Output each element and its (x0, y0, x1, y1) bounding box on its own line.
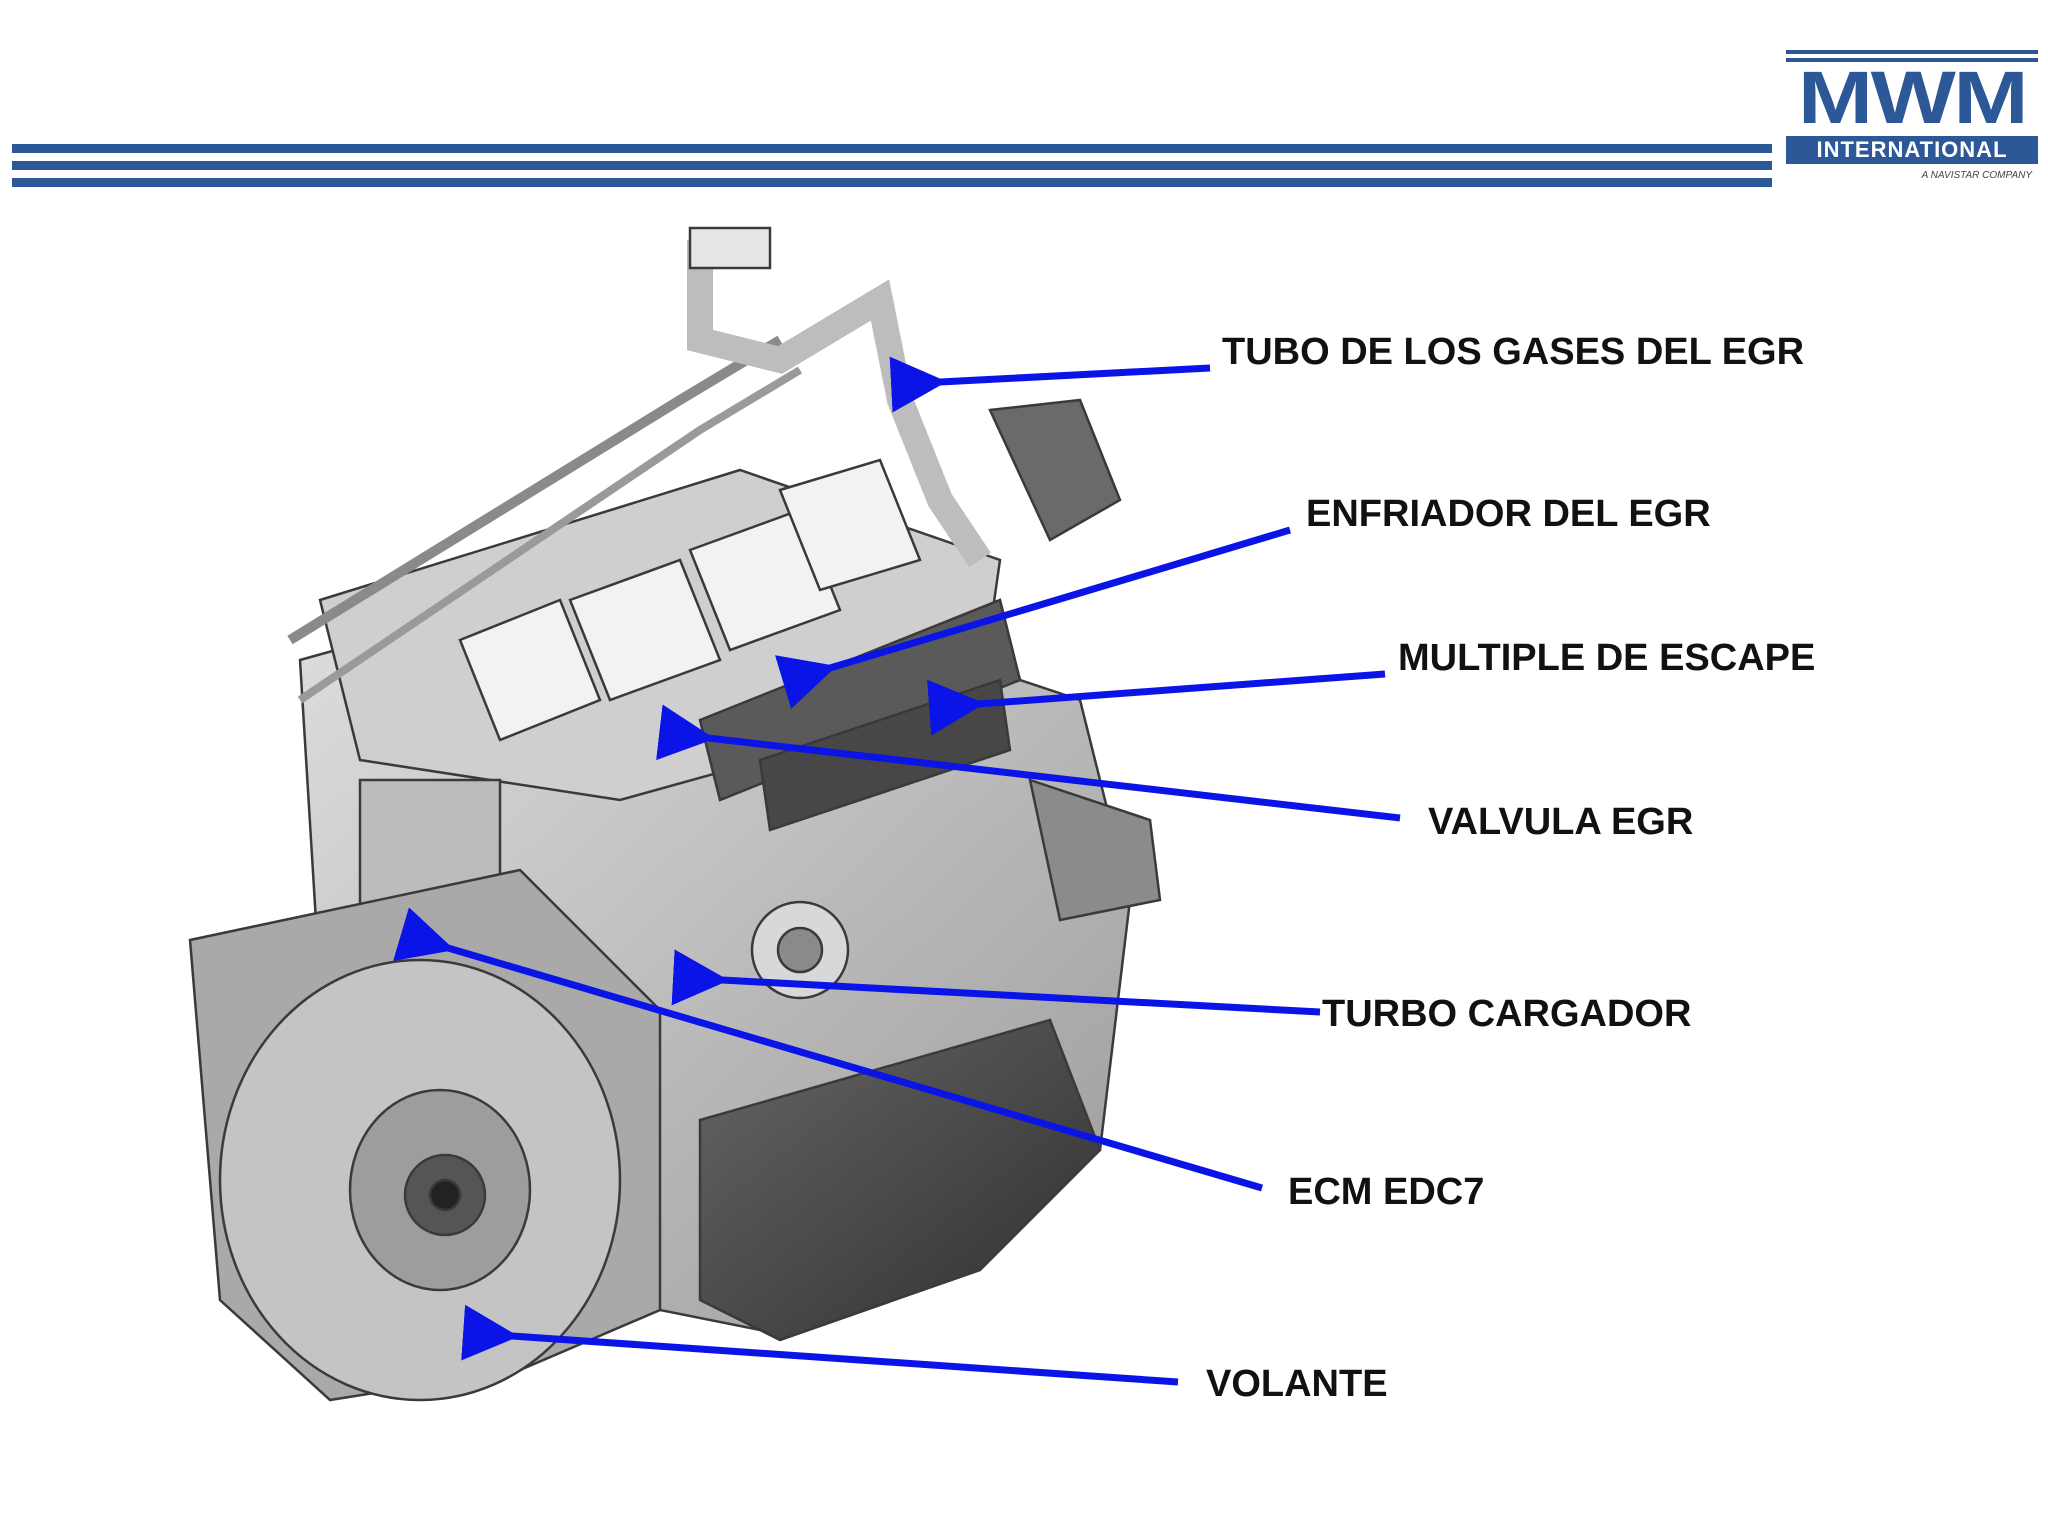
arrow-ecm (393, 907, 1263, 1192)
label-egr-valve: VALVULA EGR (1428, 801, 1694, 843)
label-flywheel: VOLANTE (1206, 1363, 1388, 1405)
label-exhaust-manifold: MULTIPLE DE ESCAPE (1398, 637, 1816, 679)
mwm-logo: MWM INTERNATIONAL A NAVISTAR COMPANY (1786, 50, 2038, 200)
logo-wordmark: MWM (1797, 56, 2029, 139)
label-egr-gas-tube: TUBO DE LOS GASES DEL EGR (1222, 331, 1805, 373)
header-stripe (12, 161, 1772, 170)
label-egr-cooler: ENFRIADOR DEL EGR (1306, 493, 1711, 535)
arrow-egr-gas-tube (889, 356, 1211, 413)
arrow-turbocharger (671, 949, 1321, 1016)
header-stripe (12, 144, 1772, 153)
header-stripes (12, 144, 1772, 195)
arrow-egr-valve (656, 704, 1401, 822)
callout-arrows (393, 356, 1401, 1386)
arrow-flywheel (461, 1304, 1179, 1386)
engine-illustration (188, 226, 1162, 1402)
arrow-egr-cooler (775, 526, 1292, 709)
label-ecm: ECM EDC7 (1288, 1171, 1485, 1213)
label-turbocharger: TURBO CARGADOR (1322, 993, 1692, 1035)
logo-subtitle: INTERNATIONAL (1786, 136, 2038, 164)
header-stripe (12, 178, 1772, 187)
logo-tagline: A NAVISTAR COMPANY (1921, 170, 2032, 181)
logo-top-lines (1786, 50, 2038, 62)
arrow-exhaust-manifold (927, 670, 1386, 736)
